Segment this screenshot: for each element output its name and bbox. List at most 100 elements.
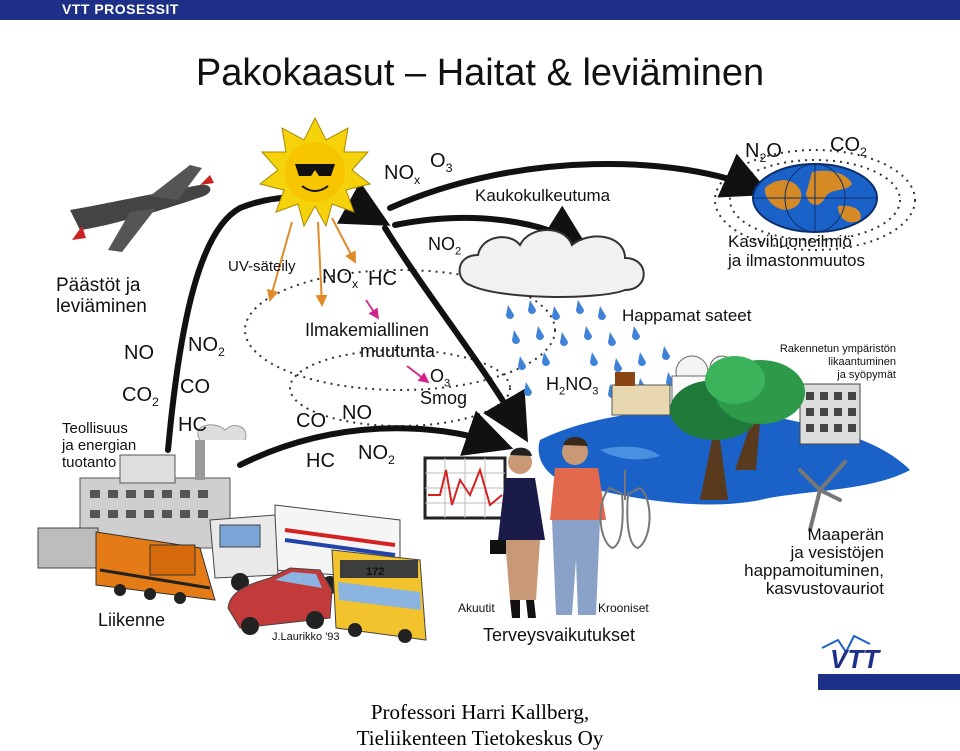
artist-signature: J.Laurikko '93 xyxy=(272,631,340,643)
chem-co2-globe-sub: 2 xyxy=(860,145,867,159)
chem-hc-mid: HC xyxy=(178,414,207,436)
chem-no2-low-base: NO xyxy=(358,442,388,464)
vtt-logo: VTT xyxy=(821,634,881,674)
built-line1: Rakennetun ympäristön xyxy=(779,343,896,355)
chem-o3-smog-base: O xyxy=(430,366,445,386)
emissions-line2: leviäminen xyxy=(56,296,147,317)
chem-h2no3-mid: NO xyxy=(565,374,593,394)
bus-sign: 172 xyxy=(366,566,384,578)
chem-o3-top-base: O xyxy=(430,150,446,172)
dead-tree-icon xyxy=(798,460,847,532)
chem-nox-top-base: NO xyxy=(384,162,414,184)
chem-nox-uv-sub: x xyxy=(352,277,359,291)
built-environment-label: Rakennetun ympäristön likaantuminen ja s… xyxy=(748,343,896,382)
chem-o3-top-sub: 3 xyxy=(445,161,453,175)
uv-label: UV-säteily xyxy=(228,258,296,275)
vtt-logo-text: VTT xyxy=(830,644,881,674)
smog-label: Smog xyxy=(420,388,468,408)
man-figure xyxy=(550,436,606,615)
acid-rain-label: Happamat sateet xyxy=(622,306,752,325)
industry-line2: ja energian xyxy=(62,437,137,454)
woman-figure xyxy=(490,447,545,618)
airplane-icon xyxy=(70,165,214,252)
car-icon xyxy=(227,567,333,635)
soil-line2: ja vesistöjen xyxy=(790,543,884,562)
chem-h2no3-sub2: 3 xyxy=(592,385,599,398)
chem-o3-smog-sub: 3 xyxy=(444,377,451,390)
chem-no2-cloud: NO2 xyxy=(428,234,461,258)
built-line3: ja syöpymät xyxy=(837,369,896,381)
chem-co2-left-base: CO xyxy=(122,384,152,406)
globe-icon xyxy=(752,163,878,233)
chem-o3-top: O3 xyxy=(430,150,452,175)
chemistry-zone xyxy=(244,149,916,427)
soil-line1: Maaperän xyxy=(807,525,884,544)
uv-arrows xyxy=(266,217,356,307)
banner-label: VTT PROSESSIT xyxy=(62,1,179,17)
chem-o3-smog: O3 xyxy=(430,366,450,390)
footer-bar xyxy=(818,674,960,690)
chem-co2-globe: CO2 xyxy=(830,134,867,159)
chem-no2-mid-base: NO xyxy=(188,334,218,356)
chem-no-low: NO xyxy=(342,402,372,424)
traffic-label: Liikenne xyxy=(98,610,166,630)
acute-label: Akuutit xyxy=(458,601,495,615)
chem-nox-uv: NOx xyxy=(322,266,358,291)
greenhouse-line1: Kasvihuoneilmiö xyxy=(728,232,852,251)
chem-h2no3: H2NO3 xyxy=(546,374,598,398)
built-line2: likaantuminen xyxy=(828,356,896,368)
chem-line1: Ilmakemiallinen xyxy=(305,320,430,340)
chem-no2-low-sub: 2 xyxy=(388,453,395,467)
chem-no2-low: NO2 xyxy=(358,442,395,467)
soil-line3: happamoituminen, xyxy=(744,561,884,580)
industry-line1: Teollisuus xyxy=(62,420,128,437)
reaction-arrows xyxy=(365,299,430,384)
industry-line3: tuotanto xyxy=(62,454,117,471)
chem-h2no3-sub1: 2 xyxy=(559,385,566,398)
lungs-icon xyxy=(599,470,651,550)
footer-organization: Tieliikenteen Tietokeskus Oy xyxy=(356,726,604,750)
chem-no2-cloud-base: NO xyxy=(428,234,455,254)
chem-n2o: N2O xyxy=(745,140,782,165)
ecg-monitor-icon xyxy=(423,456,507,520)
chem-no2-mid-sub: 2 xyxy=(218,345,225,359)
chem-co2-left-sub: 2 xyxy=(152,395,159,409)
chem-no-left: NO xyxy=(124,342,154,364)
chem-nox-uv-base: NO xyxy=(322,266,352,288)
emissions-label: Päästöt ja leviäminen xyxy=(56,275,147,317)
chem-line2: muutunta xyxy=(360,341,436,361)
atmospheric-chemistry-label: Ilmakemiallinen muutunta xyxy=(305,320,435,362)
page-title: Pakokaasut – Haitat & leviäminen xyxy=(195,52,765,94)
emissions-line1: Päästöt ja xyxy=(56,275,141,296)
chem-hc-uv: HC xyxy=(368,268,397,290)
industry-label: Teollisuus ja energian tuotanto xyxy=(62,420,136,471)
chem-co-mid: CO xyxy=(180,376,210,398)
greenhouse-label: Kasvihuoneilmiö ja ilmastonmuutos xyxy=(728,232,865,270)
chem-nox-top-sub: x xyxy=(414,173,421,187)
chem-co2-globe-base: CO xyxy=(830,134,860,156)
chem-n2o-tail: O xyxy=(766,140,782,162)
chem-h2no3-h: H xyxy=(546,374,559,394)
chem-no2-cloud-sub: 2 xyxy=(455,245,462,258)
tree-icon xyxy=(670,356,805,500)
chem-hc-low: HC xyxy=(306,450,335,472)
chem-co2-left: CO2 xyxy=(122,384,159,409)
soil-line4: kasvustovauriot xyxy=(765,579,884,598)
bus-icon xyxy=(331,549,427,643)
chem-nox-top: NOx xyxy=(384,162,420,187)
locomotive-icon xyxy=(37,527,216,604)
cloud-icon xyxy=(458,229,645,298)
footer-author: Professori Harri Kallberg, xyxy=(370,700,590,724)
greenhouse-line2: ja ilmastonmuutos xyxy=(728,251,866,270)
soil-water-label: Maaperän ja vesistöjen happamoituminen, … xyxy=(716,526,884,598)
chem-n2o-sub: 2 xyxy=(759,151,767,165)
truck-icon xyxy=(209,504,401,596)
chem-no2-mid: NO2 xyxy=(188,334,225,359)
long-range-label: Kaukokulkeutuma xyxy=(475,186,611,205)
top-banner xyxy=(0,0,960,20)
health-effects-label: Terveysvaikutukset xyxy=(483,625,636,645)
chem-co-low: CO xyxy=(296,410,326,432)
sun-icon xyxy=(258,116,372,228)
chem-n2o-base: N xyxy=(745,140,760,162)
